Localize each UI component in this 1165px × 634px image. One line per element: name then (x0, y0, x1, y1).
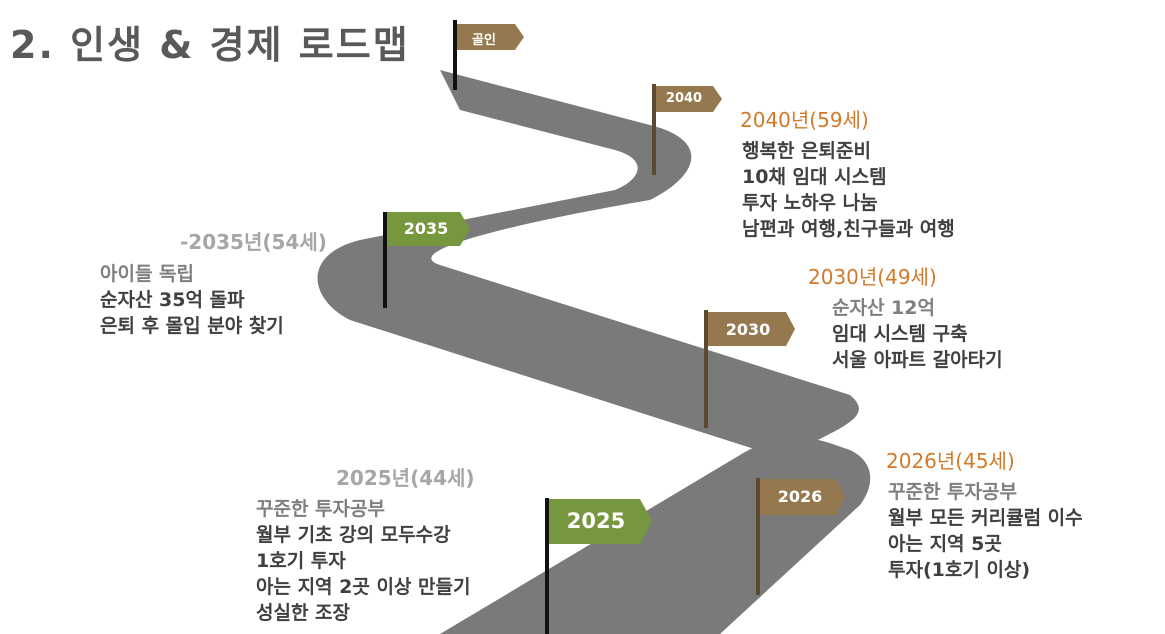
milestone-2025-line: 아는 지역 2곳 이상 만들기 (256, 576, 471, 598)
flag-2025 (549, 499, 652, 544)
milestone-2030-line: 서울 아파트 갈아타기 (832, 349, 1003, 371)
flag-label-goal: 골인 (472, 33, 496, 48)
page-title: 2. 인생 & 경제 로드맵 (10, 23, 410, 67)
milestone-2025-line: 월부 기초 강의 모두수강 (256, 524, 451, 546)
milestone-2025-line: 꾸준한 투자공부 (256, 498, 385, 520)
goal-flag (457, 24, 524, 50)
winding-road-main (317, 70, 859, 634)
milestone-2026-text: 꾸준한 투자공부 월부 모든 커리큘럼 이수 아는 지역 5곳 투자(1호기 이… (888, 479, 1083, 583)
milestone-2026-line: 월부 모든 커리큘럼 이수 (888, 507, 1083, 529)
milestone-2035-line: 순자산 35억 돌파 (100, 289, 245, 311)
milestone-2025-line: 1호기 투자 (256, 550, 346, 572)
flag-2030 (708, 312, 795, 346)
flag-label-2030: 2030 (725, 320, 771, 339)
milestone-2035-line: 아이들 독립 (100, 263, 195, 285)
flag-label-2026: 2026 (777, 487, 823, 506)
milestone-2035-line: 은퇴 후 몰입 분야 찾기 (100, 315, 284, 337)
flag-2040 (656, 86, 722, 112)
milestone-2025-line: 성실한 조장 (256, 602, 351, 624)
flag-label-2025: 2025 (566, 509, 626, 533)
milestone-2025-heading: 2025년(44세) (336, 466, 475, 490)
milestone-2040-line: 행복한 은퇴준비 (742, 140, 871, 162)
milestone-2035-text: 아이들 독립 순자산 35억 돌파 은퇴 후 몰입 분야 찾기 (100, 261, 284, 339)
milestone-2040-line: 투자 노하우 나눔 (742, 192, 878, 214)
milestone-2040-heading: 2040년(59세) (740, 108, 869, 132)
milestone-2030-line: 임대 시스템 구축 (832, 323, 968, 345)
flag-2026 (760, 479, 845, 515)
milestone-2040-text: 행복한 은퇴준비 10채 임대 시스템 투자 노하우 나눔 남편과 여행,친구들… (742, 138, 955, 242)
milestone-2026-line: 아는 지역 5곳 (888, 533, 1002, 555)
flag-label-2040: 2040 (665, 91, 703, 106)
milestone-2040-line: 10채 임대 시스템 (742, 166, 887, 188)
milestone-2026-heading: 2026년(45세) (886, 449, 1015, 473)
flag-2035 (387, 212, 470, 246)
milestone-2030-line: 순자산 12억 (832, 297, 935, 319)
milestone-2030-heading: 2030년(49세) (808, 265, 937, 289)
milestone-2040-line: 남편과 여행,친구들과 여행 (742, 218, 955, 240)
milestone-2026-line: 투자(1호기 이상) (888, 559, 1031, 581)
milestone-2035-heading: -2035년(54세) (180, 230, 327, 254)
milestone-2026-line: 꾸준한 투자공부 (888, 481, 1017, 503)
flag-label-2035: 2035 (403, 219, 449, 238)
milestone-2025-text: 꾸준한 투자공부 월부 기초 강의 모두수강 1호기 투자 아는 지역 2곳 이… (256, 496, 470, 626)
milestone-2030-text: 순자산 12억 임대 시스템 구축 서울 아파트 갈아타기 (832, 295, 1003, 373)
